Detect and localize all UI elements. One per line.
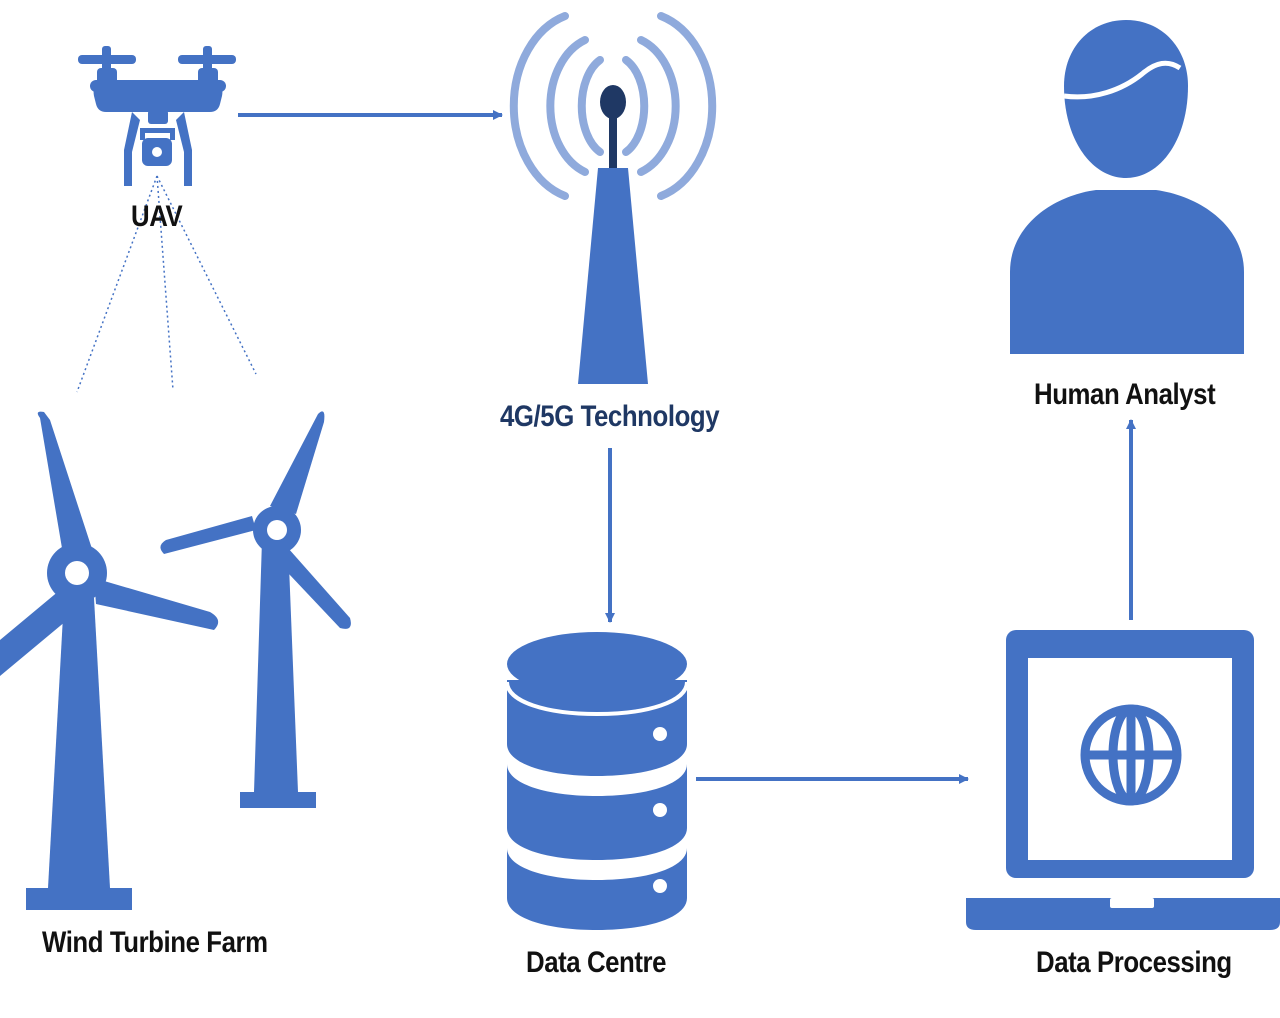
uav-label: UAV [131,200,183,233]
drone-icon [78,46,236,186]
scan-beams [76,175,257,393]
analyst-label: Human Analyst [1034,378,1216,411]
processing-label: Data Processing [1036,946,1232,979]
laptop-globe-icon [966,630,1280,930]
network-label: 4G/5G Technology [500,400,720,433]
antenna-tower-icon [509,12,717,384]
connection-arrows [238,110,1136,784]
wind-turbine-icon [0,411,351,910]
database-icon [505,632,689,930]
farm-label: Wind Turbine Farm [42,926,268,959]
datacentre-label: Data Centre [526,946,667,979]
person-icon [1010,20,1244,354]
